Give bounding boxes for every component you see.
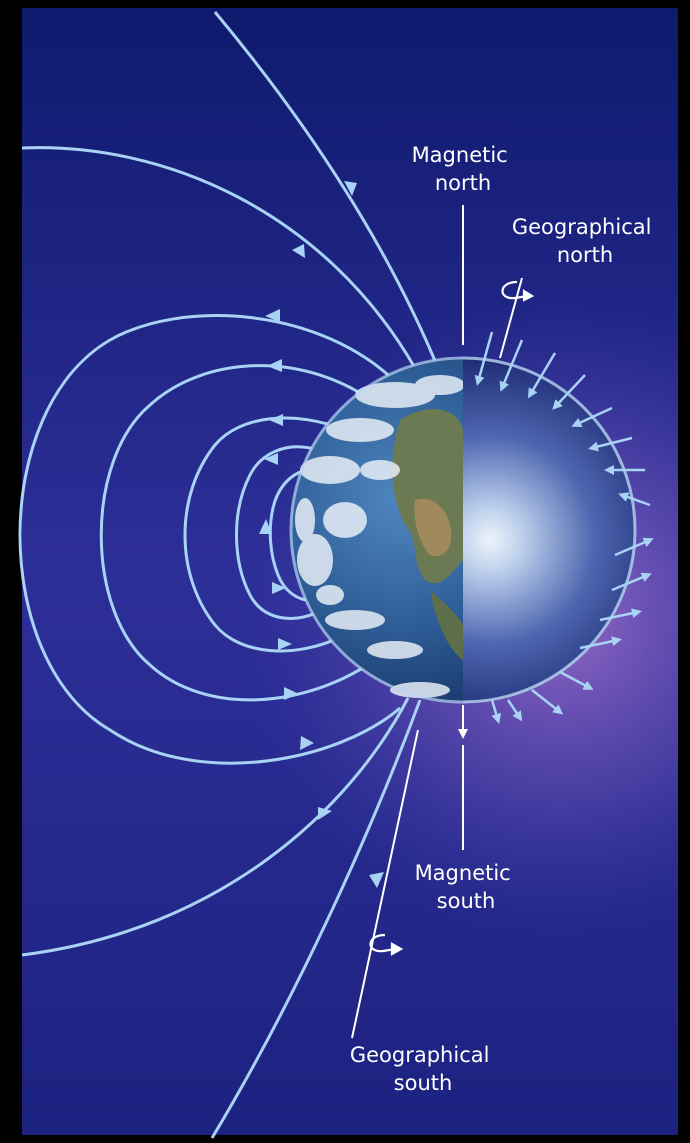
field-line: [21, 146, 417, 369]
field-line: [213, 11, 440, 369]
field-arrow: [292, 244, 305, 258]
field-line: [21, 697, 410, 957]
field-line: [183, 416, 346, 653]
field-arrowheads: [259, 181, 384, 888]
magnetic-south-line-2: south: [437, 889, 496, 913]
magnetic-north-line-2: north: [435, 171, 491, 195]
field-arrow: [272, 582, 286, 594]
field-arrow: [318, 807, 332, 820]
field-arrow: [269, 414, 283, 426]
field-arrow: [344, 181, 357, 196]
magnetic-north-label: Magnetic north: [412, 143, 515, 195]
field-arrow: [369, 872, 384, 888]
geographical-south-line-1: Geographical: [350, 1043, 490, 1067]
field-line: [235, 445, 319, 620]
field-arrow: [259, 519, 272, 534]
geographical-south-line-2: south: [394, 1071, 453, 1095]
field-arrow: [264, 453, 278, 465]
field-line: [99, 364, 379, 702]
field-arrow: [267, 359, 282, 372]
magnetic-north-line-1: Magnetic: [412, 143, 508, 167]
geographic-axis-south: [351, 729, 419, 1039]
magnetic-south-label: Magnetic south: [415, 861, 518, 913]
field-arrow: [265, 309, 280, 322]
geographical-south-label: Geographical south: [350, 1043, 496, 1095]
field-line: [210, 699, 422, 1139]
field-line: [18, 314, 402, 765]
geographical-north-label: Geographical north: [512, 215, 658, 267]
geographical-north-line-2: north: [557, 243, 613, 267]
field-arrow: [284, 687, 299, 700]
field-arrow: [300, 736, 314, 750]
geographic-axis-north: [499, 277, 523, 359]
earth-surface-half: [289, 356, 463, 704]
field-lines: [18, 11, 440, 1139]
field-arrow: [278, 638, 292, 650]
magnetic-south-line-1: Magnetic: [415, 861, 511, 885]
geographical-north-line-1: Geographical: [512, 215, 652, 239]
field-line: [268, 468, 307, 602]
rotation-arrow-icon: [369, 933, 404, 956]
surface-field-arrows: [474, 331, 654, 724]
rotation-arrow-icon: [501, 280, 535, 302]
